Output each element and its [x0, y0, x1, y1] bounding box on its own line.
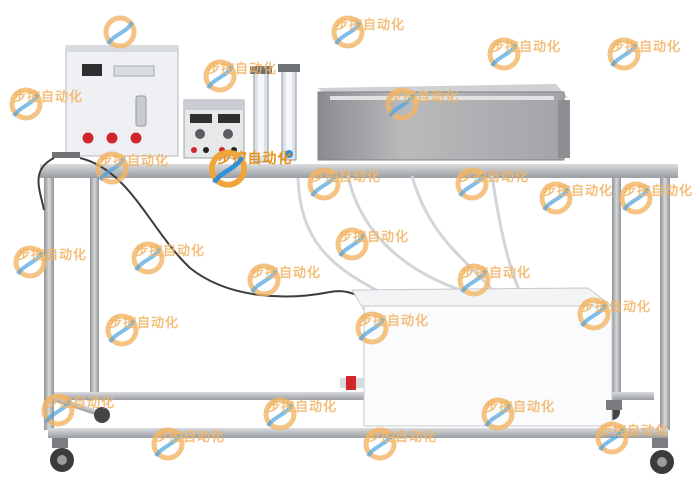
brand-logo-icon: [307, 167, 341, 201]
caster-wheel-right: [650, 438, 674, 474]
stainless-water-tank: [317, 84, 570, 161]
brand-logo-icon: [41, 393, 75, 427]
brand-watermark-text: 步控自动化: [44, 396, 115, 411]
brand-watermark: 步控自动化: [330, 14, 410, 86]
brand-watermark-text: 步控自动化: [542, 184, 613, 199]
brand-logo-icon: [355, 311, 389, 345]
brand-watermark: 步控自动化: [8, 86, 88, 158]
frame-leg-right: [660, 178, 670, 430]
frame-leg-right-inner: [612, 178, 621, 398]
brand-watermark: 步控自动化: [334, 226, 414, 298]
brand-watermark: 步控自动化: [12, 244, 92, 316]
brand-watermark: 步控自动化: [576, 296, 656, 368]
brand-logo-icon: [247, 263, 281, 297]
brand-watermark-text: 步控自动化: [622, 184, 693, 199]
brand-logo-icon: [203, 59, 237, 93]
brand-logo-icon: [335, 227, 369, 261]
brand-logo-icon: [9, 87, 43, 121]
brand-watermark-text: 步控自动化: [484, 400, 555, 415]
brand-watermark-text: 步控自动化: [580, 300, 651, 315]
brand-watermark-text: 步控自动化: [98, 154, 169, 169]
brand-logo-icon: [607, 37, 641, 71]
brand-watermark: 步控自动化: [40, 392, 120, 464]
brand-watermark-text: 步控自动化: [366, 430, 437, 445]
brand-watermark: 步控自动化: [618, 180, 698, 252]
brand-watermark-text: 步控自动化: [154, 430, 225, 445]
brand-watermark-text: 步控自动化: [250, 266, 321, 281]
brand-watermark-text: 步控自动化: [334, 18, 405, 33]
brand-logo-icon: [457, 263, 491, 297]
brand-watermark-text: 步控自动化: [338, 230, 409, 245]
brand-watermark: 步控自动化: [246, 262, 326, 334]
brand-watermark: 步控自动化: [384, 86, 464, 158]
brand-watermark: 步控自动化: [130, 240, 210, 312]
brand-watermark-text: 步控自动化: [266, 400, 337, 415]
dc-power-supply: [183, 99, 245, 159]
rotameter-right: [278, 64, 300, 161]
brand-watermark-text: 步控自动化: [610, 40, 681, 55]
brand-logo-icon: [577, 297, 611, 331]
brand-logo-icon: [331, 15, 365, 49]
brand-watermark: 步控自动化: [606, 36, 686, 108]
brand-watermark-text: 步控自动化: [134, 244, 205, 259]
brand-watermark-text: 步控自动化: [358, 314, 429, 329]
electrical-control-box: [52, 45, 179, 158]
brand-watermark: 步控自动化: [538, 180, 618, 252]
hoses: [296, 175, 522, 294]
brand-logo-icon: [103, 15, 137, 49]
brand-watermark-text: 步控自动化: [206, 62, 277, 77]
brand-logo-icon: [13, 245, 47, 279]
brand-watermark: 步控自动化: [456, 262, 536, 334]
brand-watermark-text: 步控自动化: [388, 90, 459, 105]
brand-watermark-text: 步控自动化: [458, 170, 529, 185]
frame-rail-lower-front: [48, 428, 668, 438]
brand-logo-icon: [95, 151, 129, 185]
power-cable: [37, 157, 377, 319]
brand-watermark-text: 步控自动化: [16, 248, 87, 263]
brand-logo-icon: [595, 421, 629, 455]
brand-watermark: 步控自动化: [262, 396, 342, 468]
brand-watermark: 步控自动化: [202, 58, 282, 130]
brand-watermark-text: 步控自动化: [108, 316, 179, 331]
frame-table-top: [40, 164, 678, 178]
brand-logo-icon: [487, 37, 521, 71]
brand-watermark: 步控自动化: [480, 396, 560, 468]
brand-logo-icon: [105, 313, 139, 347]
brand-watermark: 步控自动化: [104, 312, 184, 384]
brand-logo-icon: [263, 397, 297, 431]
frame-leg-left: [44, 178, 54, 430]
brand-logo-icon: [385, 87, 419, 121]
brand-logo-icon: [539, 181, 573, 215]
brand-logo-center: 步控自动化: [205, 148, 305, 188]
brand-watermark-text: 步控自动化: [460, 266, 531, 281]
brand-watermark: 步控自动化: [594, 420, 674, 492]
frame-rail-lower-back: [54, 392, 654, 400]
brand-logo-icon: [363, 427, 397, 461]
brand-watermark: 步控自动化: [94, 150, 174, 222]
brand-watermark-text: 步控自动化: [12, 90, 83, 105]
brand-watermark: 步控自动化: [362, 426, 442, 498]
brand-logo-icon: [209, 149, 247, 188]
frame-leg-left-inner: [90, 178, 99, 398]
caster-wheel-back-left: [94, 407, 110, 423]
brand-watermark: 步控自动化: [486, 36, 566, 108]
brand-watermark-text: 步控自动化: [598, 424, 669, 439]
brand-watermark: [102, 14, 182, 86]
brand-logo-icon: [151, 427, 185, 461]
rotameter-left: [250, 66, 272, 163]
brand-logo-icon: [619, 181, 653, 215]
brand-watermark-text: 步控自动化: [490, 40, 561, 55]
caster-wheel-left: [50, 438, 74, 472]
brand-watermark: 步控自动化: [354, 310, 434, 382]
brand-watermark: 步控自动化: [454, 166, 534, 238]
brand-logo-icon: [455, 167, 489, 201]
brand-logo-icon: [481, 397, 515, 431]
brand-watermark-text: 步控自动化: [310, 170, 381, 185]
brand-watermark: 步控自动化: [306, 166, 386, 238]
brand-logo-icon: [131, 241, 165, 275]
brand-watermark: 步控自动化: [150, 426, 230, 498]
